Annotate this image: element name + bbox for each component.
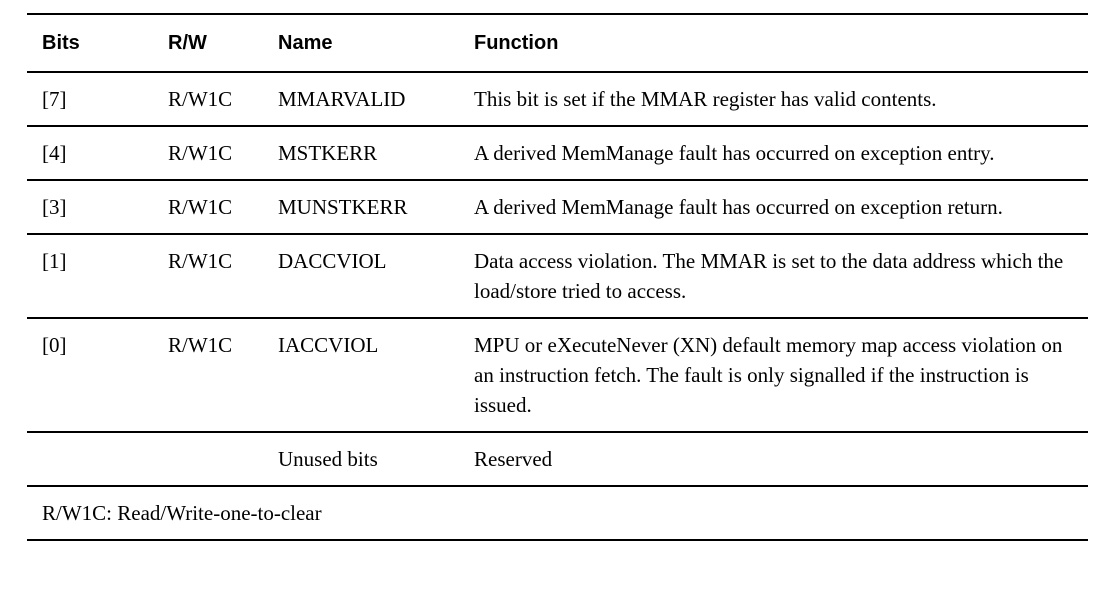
table-header-row: Bits R/W Name Function <box>27 14 1088 73</box>
table-row: [0] R/W1C IACCVIOL MPU or eXecuteNever (… <box>27 318 1088 433</box>
rw-cell: R/W1C <box>168 126 278 181</box>
register-bitfield-table: Bits R/W Name Function [7] R/W1C MMARVAL… <box>27 13 1088 541</box>
bits-cell <box>27 432 168 487</box>
bits-cell: [7] <box>27 72 168 127</box>
column-header-name: Name <box>278 14 474 73</box>
name-cell: MMARVALID <box>278 72 474 127</box>
bits-cell: [3] <box>27 180 168 235</box>
name-cell: MUNSTKERR <box>278 180 474 235</box>
bits-cell: [1] <box>27 234 168 319</box>
table-row-unused-bits: Unused bits Reserved <box>27 432 1088 487</box>
footnote-text: R/W1C: Read/Write-one-to-clear <box>27 486 1088 541</box>
bits-cell: [0] <box>27 318 168 433</box>
function-cell: Reserved <box>474 432 1088 487</box>
rw-cell: R/W1C <box>168 72 278 127</box>
name-cell: DACCVIOL <box>278 234 474 319</box>
rw-cell: R/W1C <box>168 180 278 235</box>
table-row: [3] R/W1C MUNSTKERR A derived MemManage … <box>27 180 1088 235</box>
column-header-rw: R/W <box>168 14 278 73</box>
column-header-function: Function <box>474 14 1088 73</box>
table-row: [4] R/W1C MSTKERR A derived MemManage fa… <box>27 126 1088 181</box>
table-row: [1] R/W1C DACCVIOL Data access violation… <box>27 234 1088 319</box>
function-cell: A derived MemManage fault has occurred o… <box>474 180 1088 235</box>
function-cell: This bit is set if the MMAR register has… <box>474 72 1088 127</box>
rw-cell <box>168 432 278 487</box>
function-cell: Data access violation. The MMAR is set t… <box>474 234 1088 319</box>
function-cell: MPU or eXecuteNever (XN) default memory … <box>474 318 1088 433</box>
name-cell: IACCVIOL <box>278 318 474 433</box>
name-cell: MSTKERR <box>278 126 474 181</box>
column-header-bits: Bits <box>27 14 168 73</box>
table-footnote-row: R/W1C: Read/Write-one-to-clear <box>27 486 1088 541</box>
name-cell: Unused bits <box>278 432 474 487</box>
rw-cell: R/W1C <box>168 234 278 319</box>
table-row: [7] R/W1C MMARVALID This bit is set if t… <box>27 72 1088 127</box>
bits-cell: [4] <box>27 126 168 181</box>
rw-cell: R/W1C <box>168 318 278 433</box>
function-cell: A derived MemManage fault has occurred o… <box>474 126 1088 181</box>
